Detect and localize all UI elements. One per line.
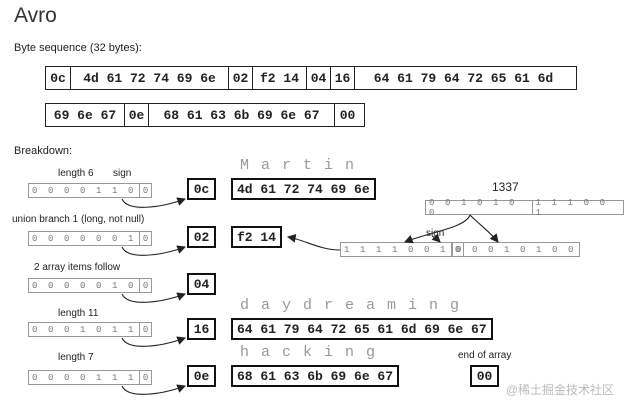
bit-field: 0 0 0 0 0 1 0 0 — [28, 278, 153, 293]
arrow-array-count — [121, 292, 187, 303]
string-ghost-text: Martin — [240, 157, 367, 174]
array-items-label: 2 array items follow — [34, 262, 121, 273]
breakdown-label: Breakdown: — [14, 145, 73, 157]
byte-cell: 04 — [306, 67, 330, 89]
byte-sequence-row-1: 0c 4d 61 72 74 69 6e 02 f2 14 04 16 64 6… — [45, 66, 577, 90]
byte-cell: 0c — [50, 70, 66, 86]
length-11-label: length 11 — [58, 308, 99, 319]
byte-cell: 0e — [124, 104, 148, 126]
bit-field-1337: 0 0 1 0 1 0 0 1 1 1 0 0 1 — [425, 198, 624, 218]
encoded-bits-1337-byte2: 0 0 0 1 0 1 0 0 — [452, 242, 581, 257]
arrow-length-6 — [121, 197, 187, 208]
byte-sequence-row-2: 69 6e 67 0e 68 61 63 6b 69 6e 67 00 — [45, 103, 365, 127]
string-ghost-text: hacking — [240, 344, 388, 361]
byte-cell: f2 14 — [252, 67, 306, 89]
byte-sequence-label: Byte sequence (32 bytes): — [14, 42, 142, 54]
byte-cell: 16 — [330, 67, 354, 89]
string-bytes-box: 64 61 79 64 72 65 61 6d 69 6e 67 — [231, 318, 493, 340]
byte-cell: 64 61 79 64 72 65 61 6d — [354, 67, 572, 89]
encoded-length-box: 0c — [187, 178, 216, 200]
string-ghost-text: daydreaming — [240, 297, 472, 314]
encoded-union-box: 02 — [187, 226, 216, 248]
bit-field: 0 0 0 0 1 1 0 0 — [28, 183, 153, 198]
arrow-length-11 — [121, 336, 187, 347]
byte-cell: 4d 61 72 74 69 6e — [70, 67, 228, 89]
byte-cell: 69 6e 67 — [53, 107, 117, 123]
arrow-length-7 — [121, 384, 187, 395]
long-bytes-box: f2 14 — [231, 226, 283, 248]
encoded-length-box: 16 — [187, 318, 216, 340]
encoded-bits-1337: 1 1 1 1 0 0 1 0 — [340, 242, 465, 257]
byte-cell: 68 61 63 6b 69 6e 67 — [148, 104, 334, 126]
string-bytes-box: 4d 61 72 74 69 6e — [231, 178, 376, 200]
sign-label-1337: sign — [426, 228, 445, 239]
byte-cell: 02 — [228, 67, 252, 89]
diagram-title: Avro — [14, 4, 57, 27]
length-7-label: length 7 — [58, 352, 94, 363]
arrow-to-long-bytes — [286, 234, 341, 251]
arrow-1337-high — [469, 214, 499, 243]
length-6-label: length 6 — [58, 168, 94, 179]
union-branch-label: union branch 1 (long, not null) — [12, 214, 145, 225]
number-1337-label: 1337 — [492, 180, 519, 194]
end-of-array-label: end of array — [458, 350, 512, 361]
encoded-length-box: 0e — [187, 365, 216, 387]
bit-field: 0 0 0 0 1 1 1 0 — [28, 370, 153, 385]
arrow-union — [121, 245, 187, 256]
end-of-array-box: 00 — [470, 365, 499, 387]
bit-field: 0 0 0 1 0 1 1 0 — [28, 322, 153, 337]
encoded-array-count-box: 04 — [187, 273, 216, 295]
string-bytes-box: 68 61 63 6b 69 6e 67 — [231, 365, 400, 387]
sign-label: sign — [113, 168, 132, 179]
byte-cell: 00 — [334, 104, 360, 126]
watermark: @稀土掘金技术社区 — [505, 383, 614, 397]
bit-field: 0 0 0 0 0 0 1 0 — [28, 231, 153, 246]
